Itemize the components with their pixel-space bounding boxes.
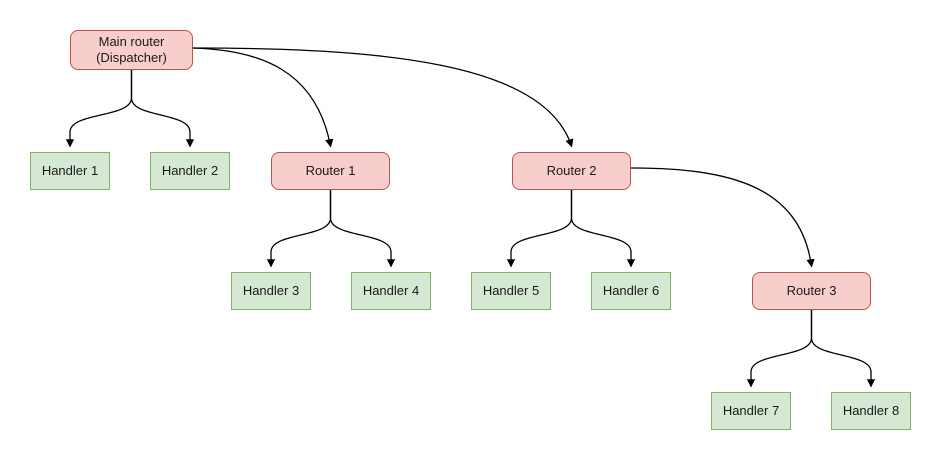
edge-router-2-to-router-3 <box>630 167 815 268</box>
edge-main-to-router-1 <box>192 47 334 148</box>
edge-router-1-to-handler-4 <box>329 189 396 268</box>
node-handler-3[interactable]: Handler 3 <box>231 272 311 310</box>
node-router-3[interactable]: Router 3 <box>752 272 871 310</box>
edge-main-to-handler-2 <box>130 69 195 148</box>
node-label-primary: Handler 1 <box>41 163 99 178</box>
node-label-primary: Handler 6 <box>602 283 660 298</box>
node-label-primary: Handler 5 <box>482 283 540 298</box>
node-label-primary: Router 2 <box>546 163 597 178</box>
node-router-1[interactable]: Router 1 <box>271 152 390 190</box>
node-label-primary: Handler 7 <box>722 403 780 418</box>
edge-router-1-to-handler-3 <box>266 189 332 268</box>
node-handler-6[interactable]: Handler 6 <box>591 272 671 310</box>
node-label-primary: Main router <box>98 34 165 49</box>
edge-main-to-router-2 <box>192 47 574 148</box>
node-handler-5[interactable]: Handler 5 <box>471 272 551 310</box>
edge-router-2-to-handler-5 <box>506 189 573 268</box>
node-handler-4[interactable]: Handler 4 <box>351 272 431 310</box>
node-label-primary: Router 3 <box>786 283 837 298</box>
node-router-2[interactable]: Router 2 <box>512 152 631 190</box>
node-handler-2[interactable]: Handler 2 <box>150 152 230 190</box>
node-label-primary: Handler 8 <box>842 403 900 418</box>
node-handler-7[interactable]: Handler 7 <box>711 392 791 430</box>
edge-main-to-handler-1 <box>65 69 133 148</box>
edge-router-3-to-handler-7 <box>746 309 813 388</box>
node-label-primary: Router 1 <box>305 163 356 178</box>
edge-router-2-to-handler-6 <box>570 189 636 268</box>
node-label-primary: Handler 2 <box>161 163 219 178</box>
node-main-router[interactable]: Main router(Dispatcher) <box>70 30 193 70</box>
node-label-primary: Handler 4 <box>362 283 420 298</box>
node-label-primary: Handler 3 <box>242 283 300 298</box>
node-label-secondary: (Dispatcher) <box>96 50 167 65</box>
node-handler-8[interactable]: Handler 8 <box>831 392 911 430</box>
edge-router-3-to-handler-8 <box>810 309 876 388</box>
node-handler-1[interactable]: Handler 1 <box>30 152 110 190</box>
edges-group <box>65 47 876 388</box>
